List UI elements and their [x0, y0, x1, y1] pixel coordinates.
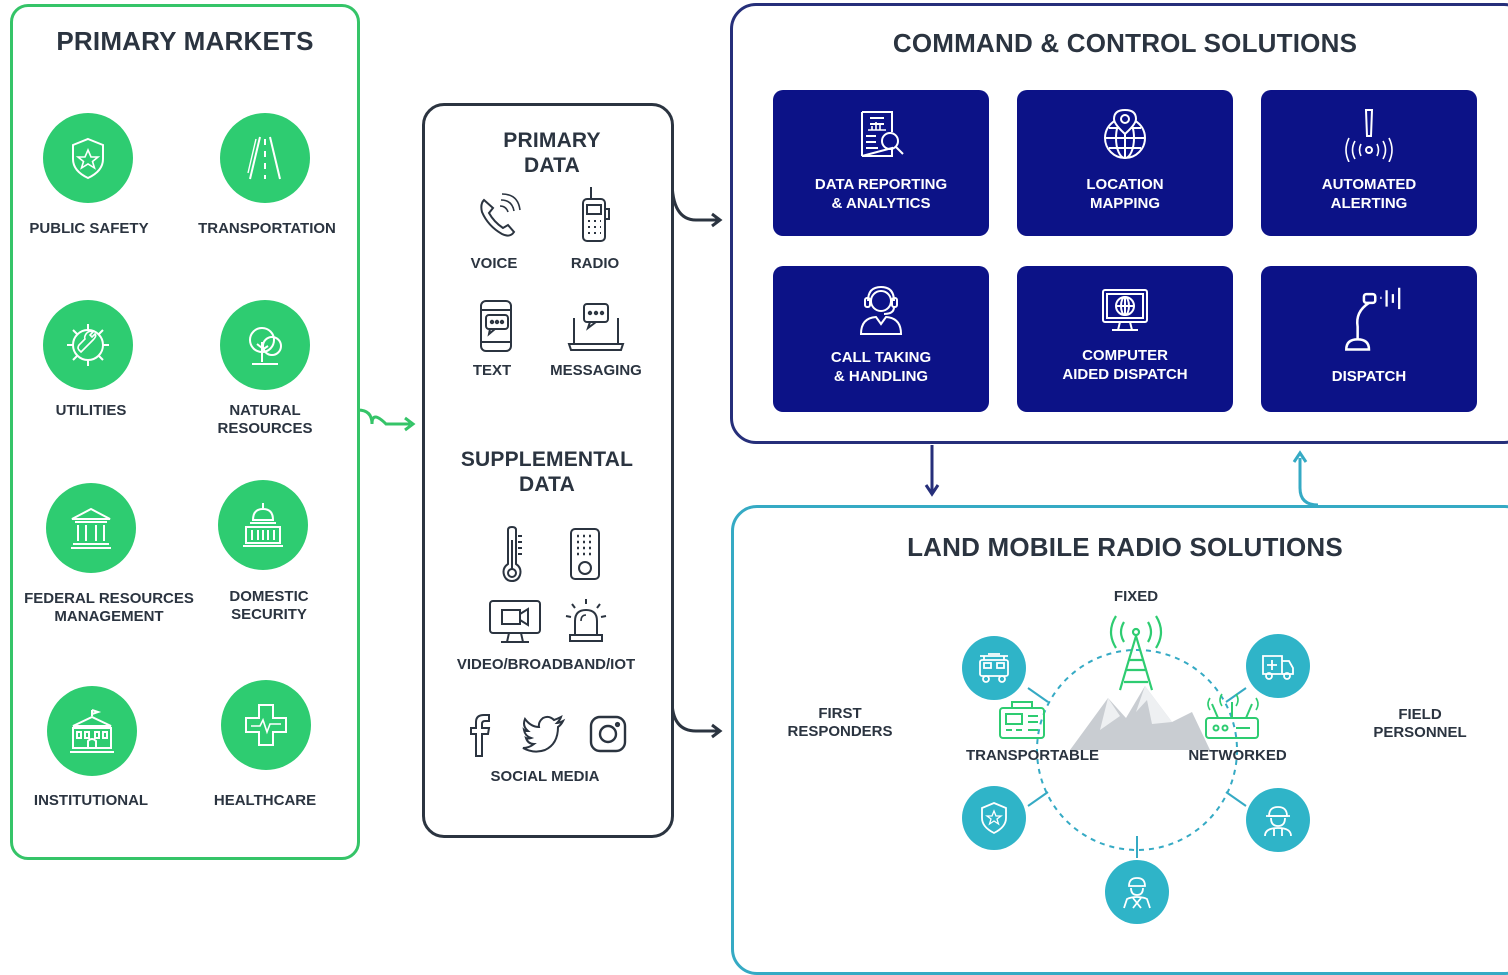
- laptop-chat-icon: [567, 303, 625, 351]
- healthcare-circle: [221, 680, 311, 770]
- gear-wrench-icon: [67, 324, 109, 366]
- utilities-label: UTILITIES: [55, 402, 127, 419]
- shield-star-icon: [72, 137, 104, 180]
- report-analytics-icon: [861, 111, 904, 157]
- police-badge-node: [962, 786, 1026, 850]
- headset-operator-icon: [859, 285, 903, 335]
- healthcare-label: HEALTHCARE: [213, 792, 317, 809]
- soldier-icon: [1123, 877, 1151, 909]
- networked-icon: [1205, 693, 1259, 739]
- instagram-icon: [589, 715, 627, 753]
- voice-label: VOICE: [470, 255, 518, 272]
- fire-truck-node: [962, 636, 1026, 700]
- command-to-lmr-arrow: [924, 445, 940, 497]
- utilities-circle: [43, 300, 133, 390]
- tree-icon: [249, 327, 282, 365]
- networked-label: NETWORKED: [1188, 747, 1287, 764]
- fixed-tower-icon: [1109, 615, 1163, 691]
- dispatch-label: DISPATCH: [1331, 368, 1407, 385]
- natural-resources-label: NATURAL RESOURCES: [217, 402, 313, 437]
- domestic-security-label: DOMESTIC SECURITY: [229, 588, 309, 623]
- institutional-label: INSTITUTIONAL: [33, 792, 149, 809]
- mountain-graphic: [1070, 686, 1210, 750]
- call-taking-tile: CALL TAKING & HANDLING: [773, 266, 989, 412]
- phone-icon: [480, 193, 521, 237]
- medical-cross-icon: [245, 704, 287, 746]
- messaging-label: MESSAGING: [550, 362, 642, 379]
- institution-icon: [70, 709, 114, 753]
- video-monitor-icon: [489, 600, 541, 643]
- worker-node: [1246, 788, 1310, 852]
- monitor-globe-icon: [1102, 289, 1148, 331]
- dispatch-tile: DISPATCH: [1261, 266, 1477, 412]
- automated-alerting-tile: AUTOMATED ALERTING: [1261, 90, 1477, 236]
- fixed-label: FIXED: [1113, 588, 1159, 605]
- first-responders-label: FIRST RESPONDERS: [787, 705, 893, 740]
- ambulance-node: [1246, 634, 1310, 698]
- natural-resources-circle: [220, 300, 310, 390]
- federal-resources-label: FEDERAL RESOURCES MANAGEMENT: [24, 590, 194, 625]
- radio-icon: [582, 187, 610, 242]
- call-taking-label: CALL TAKING & HANDLING: [830, 349, 932, 385]
- alarm-light-icon: [565, 599, 607, 642]
- location-mapping-tile: LOCATION MAPPING: [1017, 90, 1233, 236]
- public-safety-circle: [43, 113, 133, 203]
- transportable-label: TRANSPORTABLE: [965, 747, 1100, 764]
- transportation-label: TRANSPORTATION: [198, 220, 336, 237]
- desk-microphone-icon: [1345, 287, 1401, 351]
- data-panel: [422, 103, 674, 838]
- soldier-node: [1105, 860, 1169, 924]
- supplemental-data-title: SUPPLEMENTAL DATA: [460, 448, 634, 496]
- lmr-network-graphic: [999, 615, 1259, 858]
- markets-to-data-arrow: [357, 408, 416, 432]
- social-media-label: SOCIAL MEDIA: [490, 768, 600, 785]
- public-safety-label: PUBLIC SAFETY: [29, 220, 149, 237]
- text-label: TEXT: [472, 362, 512, 379]
- globe-pin-icon: [1104, 108, 1146, 159]
- location-mapping-label: LOCATION MAPPING: [1086, 176, 1164, 212]
- network-ring: [1036, 649, 1238, 851]
- primary-markets-title: PRIMARY MARKETS: [56, 26, 314, 56]
- primary-data-title: PRIMARY DATA: [503, 129, 601, 177]
- data-reporting-tile: DATA REPORTING & ANALYTICS: [773, 90, 989, 236]
- lmr-to-command-arrow: [1292, 450, 1319, 507]
- transportation-circle: [220, 113, 310, 203]
- thermometer-icon: [502, 526, 522, 583]
- computer-aided-dispatch-tile: COMPUTER AIDED DISPATCH: [1017, 266, 1233, 412]
- lmr-title: LAND MOBILE RADIO SOLUTIONS: [907, 532, 1343, 562]
- radio-label: RADIO: [570, 255, 620, 272]
- command-control-title: COMMAND & CONTROL SOLUTIONS: [892, 28, 1358, 58]
- domestic-security-circle: [218, 480, 308, 570]
- automated-alerting-label: AUTOMATED ALERTING: [1321, 176, 1417, 212]
- transportable-icon: [999, 701, 1045, 739]
- ambulance-icon: [1262, 655, 1294, 680]
- federal-resources-circle: [46, 483, 136, 573]
- institutional-circle: [47, 686, 137, 776]
- capitol-icon: [243, 503, 283, 547]
- facebook-icon: [470, 714, 491, 757]
- data-reporting-label: DATA REPORTING & ANALYTICS: [814, 176, 948, 212]
- road-icon: [247, 136, 281, 180]
- federal-building-icon: [71, 507, 111, 549]
- worker-icon: [1264, 806, 1292, 837]
- police-badge-icon: [981, 802, 1007, 835]
- text-phone-icon: [480, 300, 512, 352]
- video-broadband-iot-label: VIDEO/BROADBAND/IOT: [456, 656, 636, 673]
- fire-truck-icon: [979, 653, 1009, 683]
- computer-aided-dispatch-label: COMPUTER AIDED DISPATCH: [1062, 347, 1188, 383]
- keypad-icon: [570, 528, 600, 580]
- field-personnel-label: FIELD PERSONNEL: [1373, 706, 1467, 741]
- data-to-solutions-brace: [670, 179, 723, 739]
- alert-signal-icon: [1345, 109, 1393, 162]
- twitter-icon: [522, 715, 566, 753]
